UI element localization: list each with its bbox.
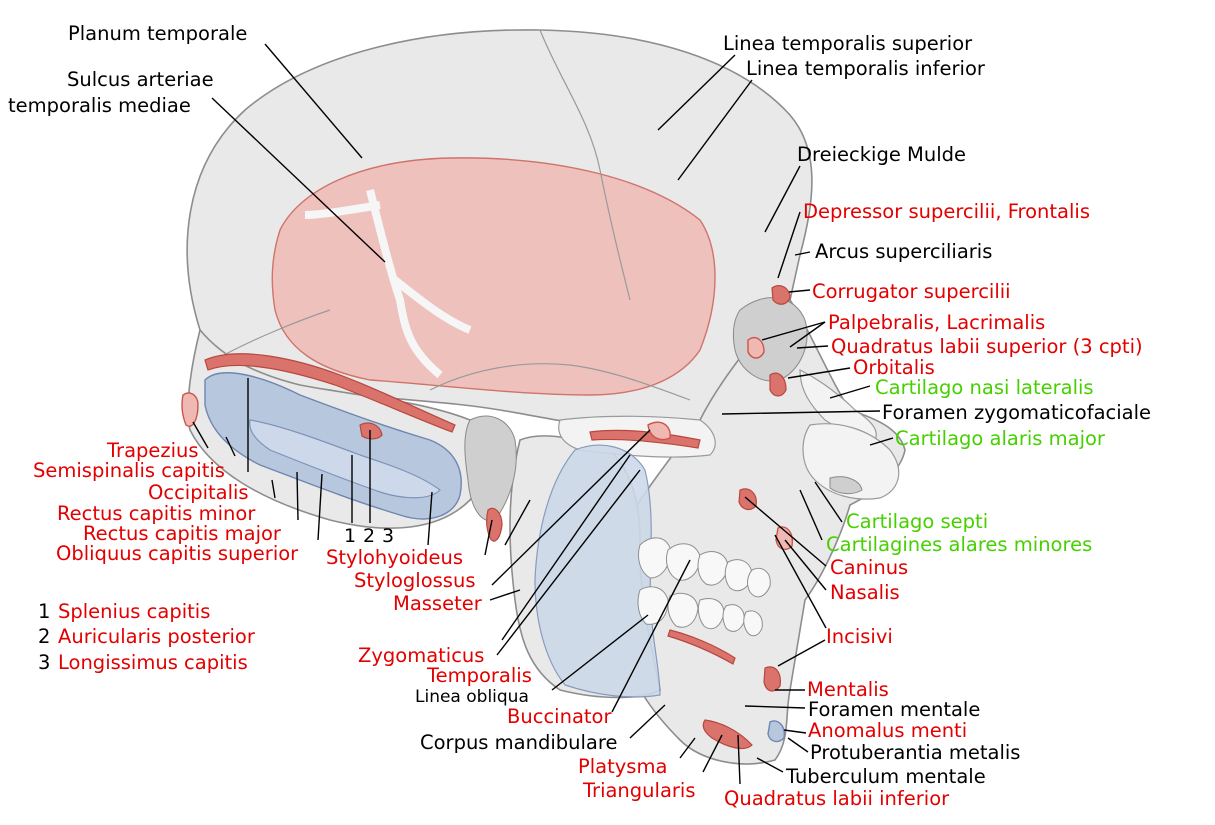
label-linea-obliqua: Linea obliqua — [415, 687, 529, 707]
legend-name: Auricularis posterior — [58, 625, 256, 648]
label-quadratus-labii-inferior: Quadratus labii inferior — [724, 787, 950, 810]
label-foramen-mentale: Foramen mentale — [808, 698, 980, 721]
label-palpebralis: Palpebralis, Lacrimalis — [828, 311, 1045, 334]
label-occipitalis: Occipitalis — [148, 481, 249, 504]
occipital-blue-inner — [249, 419, 441, 499]
temporalis-attachment — [647, 421, 671, 441]
label-anomalus-menti: Anomalus menti — [808, 719, 967, 742]
orbitalis-attachment — [769, 372, 787, 397]
label-quadratus-labii-superior: Quadratus labii superior (3 cpti) — [831, 335, 1143, 358]
label-dreieckige-mulde: Dreieckige Mulde — [797, 143, 966, 166]
labels: Planum temporale Sulcus arteriae tempora… — [8, 22, 1151, 810]
nostril — [829, 476, 863, 495]
anomalus-menti-attachment — [767, 720, 785, 743]
number-legend: 1 Splenius capitis 2 Auricularis posteri… — [38, 600, 256, 674]
label-obliquus-capitis-superior: Obliquus capitis superior — [56, 542, 299, 565]
mastoid-process — [464, 415, 517, 522]
label-cartilago-alaris-major: Cartilago alaris major — [895, 427, 1106, 450]
label-nasalis: Nasalis — [830, 581, 900, 604]
label-trapezius: Trapezius — [106, 439, 199, 462]
squamous-suture — [429, 363, 691, 401]
coronal-suture — [539, 29, 631, 301]
corrugator-attachment — [771, 285, 791, 305]
label-arcus-superciliaris: Arcus superciliaris — [815, 240, 992, 263]
masseter-insertion — [534, 444, 661, 698]
quadratus-labii-inferior-attachment — [702, 719, 753, 750]
zygomatic-red-band — [589, 429, 701, 449]
styloglossus-attachment — [486, 507, 503, 542]
label-depressor-supercilii: Depressor supercilii, Frontalis — [803, 200, 1090, 223]
mentalis-attachment — [763, 666, 781, 692]
label-num-2: 2 — [363, 525, 375, 547]
buccinator-attachment — [667, 629, 736, 665]
label-caninus: Caninus — [830, 556, 908, 579]
label-styloglossus: Styloglossus — [354, 569, 475, 592]
label-buccinator: Buccinator — [507, 705, 612, 728]
label-incisivi: Incisivi — [826, 625, 893, 648]
label-protuberantia-metalis: Protuberantia metalis — [810, 741, 1020, 764]
label-linea-temporalis-inferior: Linea temporalis inferior — [746, 57, 986, 80]
label-stylohyoideus: Stylohyoideus — [326, 546, 463, 569]
lower-teeth — [637, 586, 763, 637]
label-zygomaticus: Zygomaticus — [358, 644, 484, 667]
label-semispinalis-capitis: Semispinalis capitis — [33, 459, 225, 482]
label-linea-temporalis-superior: Linea temporalis superior — [723, 32, 973, 55]
trapezius-attachment — [181, 392, 199, 427]
label-sulcus-arteriae-line1: Sulcus arteriae — [67, 68, 214, 91]
legend-name: Splenius capitis — [58, 600, 210, 623]
label-platysma: Platysma — [578, 755, 667, 778]
label-triangularis: Triangularis — [582, 779, 696, 802]
leader-lines — [192, 43, 894, 785]
label-num-3: 3 — [382, 525, 394, 547]
label-cartilago-septi: Cartilago septi — [846, 510, 988, 533]
legend-number: 2 — [38, 625, 50, 648]
label-num-1: 1 — [344, 525, 356, 547]
upper-teeth — [637, 537, 771, 598]
label-cartilagines-alares-minores: Cartilagines alares minores — [826, 533, 1092, 556]
palpebralis-attachment — [747, 336, 765, 359]
nasal-cartilage — [802, 423, 900, 500]
legend-item: 2 Auricularis posterior — [38, 625, 256, 648]
legend-item: 3 Longissimus capitis — [38, 651, 248, 674]
legend-name: Longissimus capitis — [58, 651, 248, 674]
occipital-red-band — [204, 353, 456, 433]
legend-item: 1 Splenius capitis — [38, 600, 210, 623]
legend-number: 3 — [38, 651, 50, 674]
label-tuberculum-mentale: Tuberculum mentale — [785, 765, 986, 788]
label-foramen-zygomaticofaciale: Foramen zygomaticofaciale — [882, 401, 1151, 424]
label-corpus-mandibulare: Corpus mandibulare — [420, 731, 617, 754]
label-corrugator-supercilii: Corrugator supercilii — [812, 280, 1011, 303]
label-planum-temporale: Planum temporale — [68, 22, 247, 45]
label-rectus-capitis-major: Rectus capitis major — [83, 522, 282, 545]
lambdoid-suture — [214, 309, 331, 361]
skull-illustration — [181, 29, 906, 765]
label-cartilago-nasi-lateralis: Cartilago nasi lateralis — [875, 376, 1094, 399]
planum-temporale-area — [271, 157, 716, 396]
label-mentalis: Mentalis — [807, 678, 889, 701]
label-rectus-capitis-minor: Rectus capitis minor — [57, 502, 256, 525]
splenius-attachment — [359, 422, 383, 440]
sulcus-arteriae-groove — [304, 189, 472, 379]
label-sulcus-arteriae-line2: temporalis mediae — [8, 94, 191, 117]
label-masseter: Masseter — [393, 592, 483, 615]
label-orbitalis: Orbitalis — [853, 356, 935, 379]
legend-number: 1 — [38, 600, 50, 623]
label-temporalis: Temporalis — [426, 664, 532, 687]
